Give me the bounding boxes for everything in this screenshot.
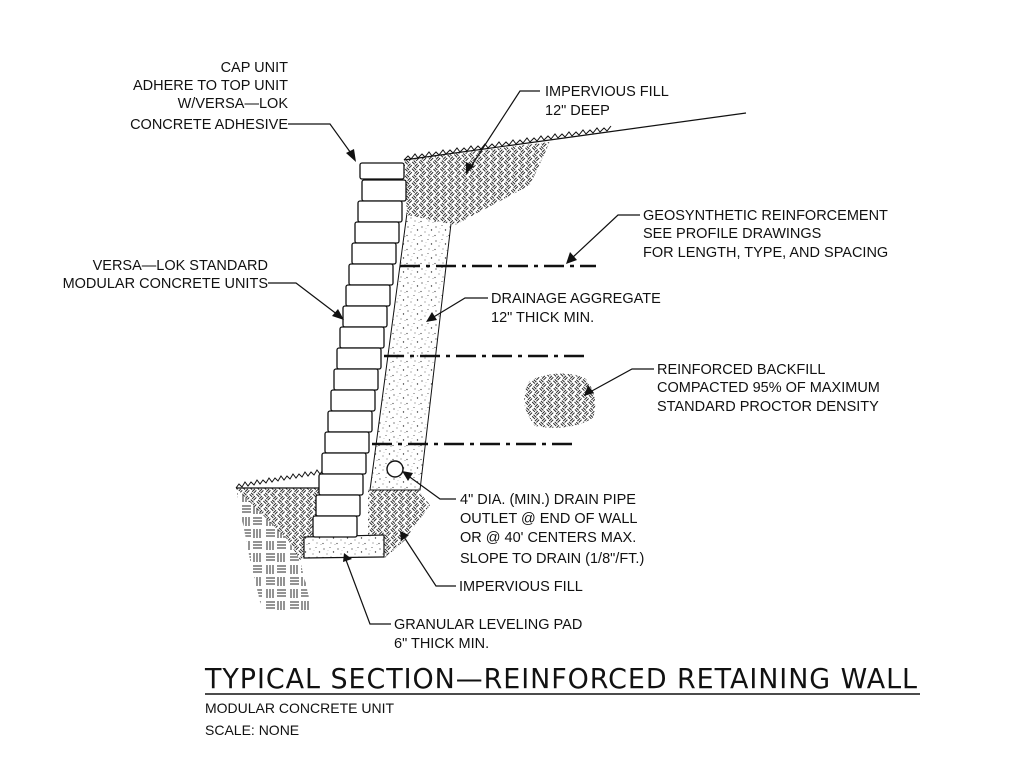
callout-text: CAP UNIT xyxy=(221,60,289,76)
callout-text: GEOSYNTHETIC REINFORCEMENT xyxy=(643,208,888,224)
grass-toe xyxy=(235,467,330,489)
wall-unit xyxy=(321,452,367,475)
drawing-title: TYPICAL SECTION—REINFORCED RETAINING WAL… xyxy=(204,662,918,695)
callout-leveling-pad: GRANULAR LEVELING PAD 6" THICK MIN. xyxy=(394,617,582,652)
arrow-leveling-pad xyxy=(343,553,352,562)
leader-impervious-top xyxy=(469,90,540,169)
drain-pipe xyxy=(386,460,404,478)
arrow-units xyxy=(332,309,344,320)
wall-unit xyxy=(339,326,385,349)
leader-impervious-bottom xyxy=(403,536,456,587)
leader-cap xyxy=(288,123,354,157)
leader-leveling-pad xyxy=(345,559,391,625)
wall-unit xyxy=(336,347,382,370)
callout-text: ADHERE TO TOP UNIT xyxy=(133,78,288,94)
finished-grade-line xyxy=(403,112,747,161)
arrow-drain-pipe xyxy=(402,471,413,481)
arrow-backfill xyxy=(584,385,594,396)
callout-text: DRAINAGE AGGREGATE xyxy=(491,291,661,307)
impervious-fill-top xyxy=(404,142,550,225)
callout-text: MODULAR CONCRETE UNITS xyxy=(63,276,268,292)
wall-unit xyxy=(324,431,370,454)
callout-units: VERSA—LOK STANDARD MODULAR CONCRETE UNIT… xyxy=(63,258,268,292)
callout-impervious-fill-top: IMPERVIOUS FILL 12" DEEP xyxy=(545,84,669,119)
wall-unit xyxy=(351,242,397,265)
callout-text: IMPERVIOUS FILL xyxy=(459,579,583,595)
callout-text: 12" THICK MIN. xyxy=(491,310,594,326)
callout-text: OUTLET @ END OF WALL xyxy=(460,511,637,527)
wall-unit xyxy=(333,368,379,391)
drawing-scale: SCALE: NONE xyxy=(205,722,299,738)
wall-unit xyxy=(315,494,361,517)
leader-drain-pipe xyxy=(406,474,456,500)
wall-unit xyxy=(348,263,394,286)
wall-unit xyxy=(327,410,373,433)
callout-backfill: REINFORCED BACKFILL COMPACTED 95% OF MAX… xyxy=(657,362,880,415)
geogrid-layers xyxy=(372,264,596,446)
drawing-subtitle: MODULAR CONCRETE UNIT xyxy=(205,700,394,716)
callout-cap-unit: CAP UNIT ADHERE TO TOP UNIT W/VERSA—LOK … xyxy=(130,60,288,133)
wall-units xyxy=(312,162,407,538)
wall-unit xyxy=(312,515,358,538)
callout-text: CONCRETE ADHESIVE xyxy=(130,117,288,133)
cap-unit xyxy=(359,162,405,180)
callout-text: FOR LENGTH, TYPE, AND SPACING xyxy=(643,245,888,261)
wall-unit xyxy=(330,389,376,412)
wall-unit xyxy=(354,221,400,244)
callout-text: STANDARD PROCTOR DENSITY xyxy=(657,399,879,415)
callout-text: REINFORCED BACKFILL xyxy=(657,362,825,378)
grass-top xyxy=(403,125,612,161)
wall-unit xyxy=(361,179,407,202)
callout-text: VERSA—LOK STANDARD xyxy=(93,258,268,274)
arrow-geosynthetic xyxy=(566,252,577,264)
wall-unit xyxy=(357,200,403,223)
callout-text: GRANULAR LEVELING PAD xyxy=(394,617,582,633)
leader-geosynthetic xyxy=(571,214,640,259)
callout-geosynthetic: GEOSYNTHETIC REINFORCEMENT SEE PROFILE D… xyxy=(643,208,888,261)
callout-text: SLOPE TO DRAIN (1/8"/FT.) xyxy=(460,551,644,567)
wall-unit xyxy=(345,284,391,307)
arrow-cap xyxy=(346,149,356,162)
leader-drainage xyxy=(431,297,488,319)
callout-text: IMPERVIOUS FILL xyxy=(545,84,669,100)
wall-unit xyxy=(342,305,388,328)
callout-text: 6" THICK MIN. xyxy=(394,636,489,652)
callout-text: 4" DIA. (MIN.) DRAIN PIPE xyxy=(460,492,636,508)
reinforced-backfill-symbol xyxy=(524,373,596,428)
callout-impervious-fill-bottom: IMPERVIOUS FILL xyxy=(459,579,583,595)
callout-text: W/VERSA—LOK xyxy=(178,96,289,112)
callout-text: OR @ 40' CENTERS MAX. xyxy=(460,530,636,546)
arrow-impervious-top xyxy=(466,162,474,174)
arrow-impervious-bottom xyxy=(400,531,409,541)
leader-units xyxy=(268,282,339,316)
wall-unit xyxy=(318,473,364,496)
callout-text: 12" DEEP xyxy=(545,103,610,119)
callout-drainage: DRAINAGE AGGREGATE 12" THICK MIN. xyxy=(491,291,661,326)
callout-drain-pipe: 4" DIA. (MIN.) DRAIN PIPE OUTLET @ END O… xyxy=(460,492,644,567)
leader-lines xyxy=(268,90,654,625)
native-soil-toe xyxy=(236,488,312,610)
leader-backfill xyxy=(589,368,654,393)
callout-text: COMPACTED 95% OF MAXIMUM xyxy=(657,380,880,396)
callout-text: SEE PROFILE DRAWINGS xyxy=(643,226,821,242)
arrow-drainage xyxy=(426,312,437,322)
arrowheads xyxy=(332,149,594,562)
